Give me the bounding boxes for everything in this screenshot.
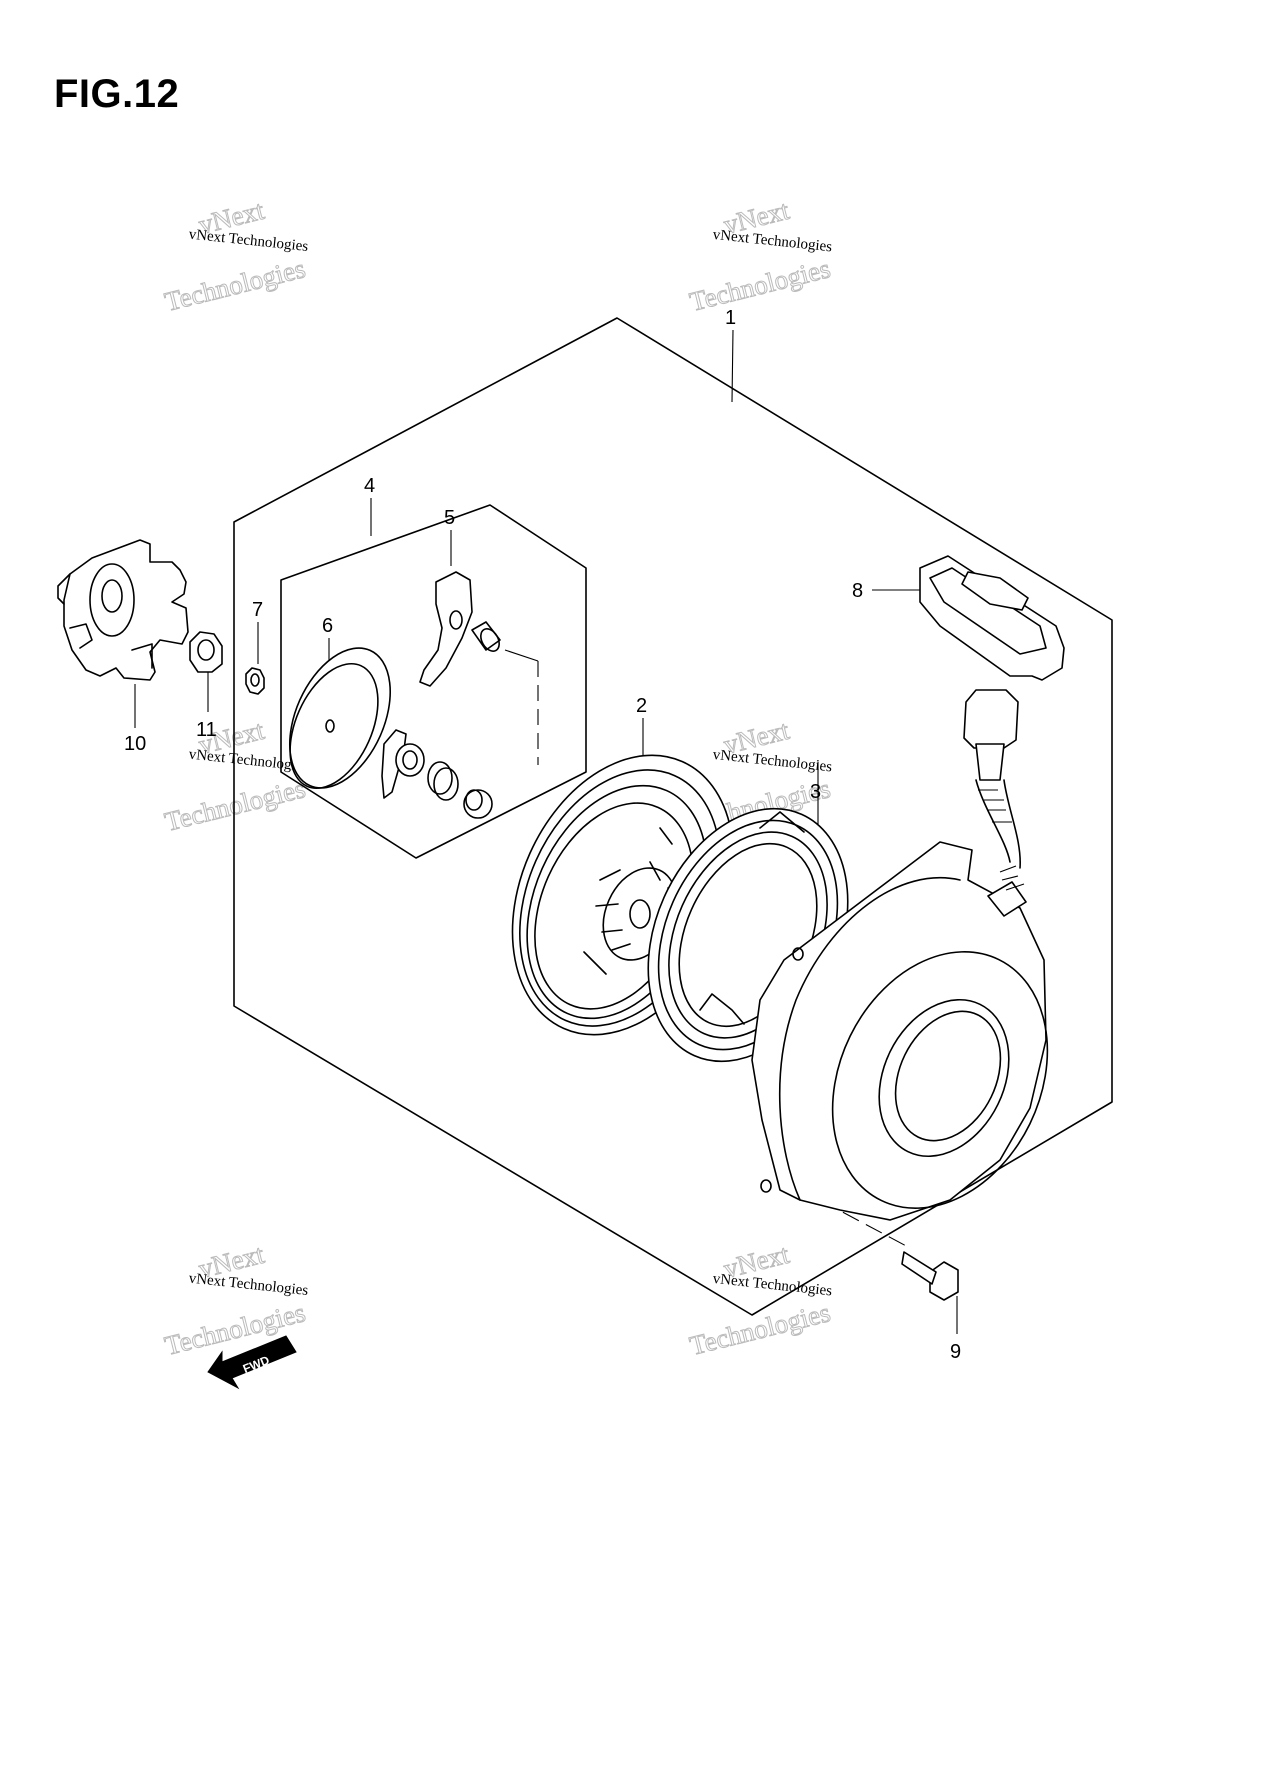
callouts: 1 2 3 4 5 6 7 8 9 10 11 [124,307,961,1363]
watermark-technologies: Technologies [162,773,309,837]
part-10-drive-cup [57,539,189,681]
part-8-handle [919,555,1065,891]
watermark-top-left: vNext Technologies vNext Technologies [161,194,309,317]
part-6-plate [288,647,392,790]
figure-title: FIG.12 [54,72,180,116]
callout-4: 4 [364,475,375,497]
callout-1: 1 [725,307,736,329]
subassembly-frame-4 [280,504,587,859]
callout-3: 3 [810,781,821,803]
part-11-nut [189,631,223,673]
callout-9: 9 [950,1341,961,1363]
callout-11: 11 [196,719,217,741]
callout-5: 5 [444,507,455,529]
watermark-text: vNext Technologies [712,227,833,255]
part-4-internals [381,729,493,819]
callout-10: 10 [124,733,146,755]
watermark-bottom-center: vNext Technologies vNext Technologies [686,1238,834,1361]
part-9-bolt [901,1251,959,1301]
watermark-text: vNext Technologies [188,227,309,255]
watermark-technologies: Technologies [687,1297,834,1361]
part-7-nut [245,667,265,695]
watermark-top-center: vNext Technologies vNext Technologies [686,194,834,317]
assembly-frame-1 [233,317,1113,1316]
watermark-text: vNext Technologies [188,1271,309,1299]
watermark-text: vNext Technologies [712,1271,833,1299]
starter-case [751,841,1049,1221]
watermark-technologies: Technologies [687,253,834,317]
watermark-technologies: Technologies [162,253,309,317]
fwd-arrow-shape [207,1335,297,1390]
watermark-text: vNext Technologies [712,747,833,775]
callout-6: 6 [322,615,333,637]
callout-7: 7 [252,599,263,621]
callout-2: 2 [636,695,647,717]
callout-8: 8 [852,580,863,602]
part-5-pawl [419,571,501,687]
